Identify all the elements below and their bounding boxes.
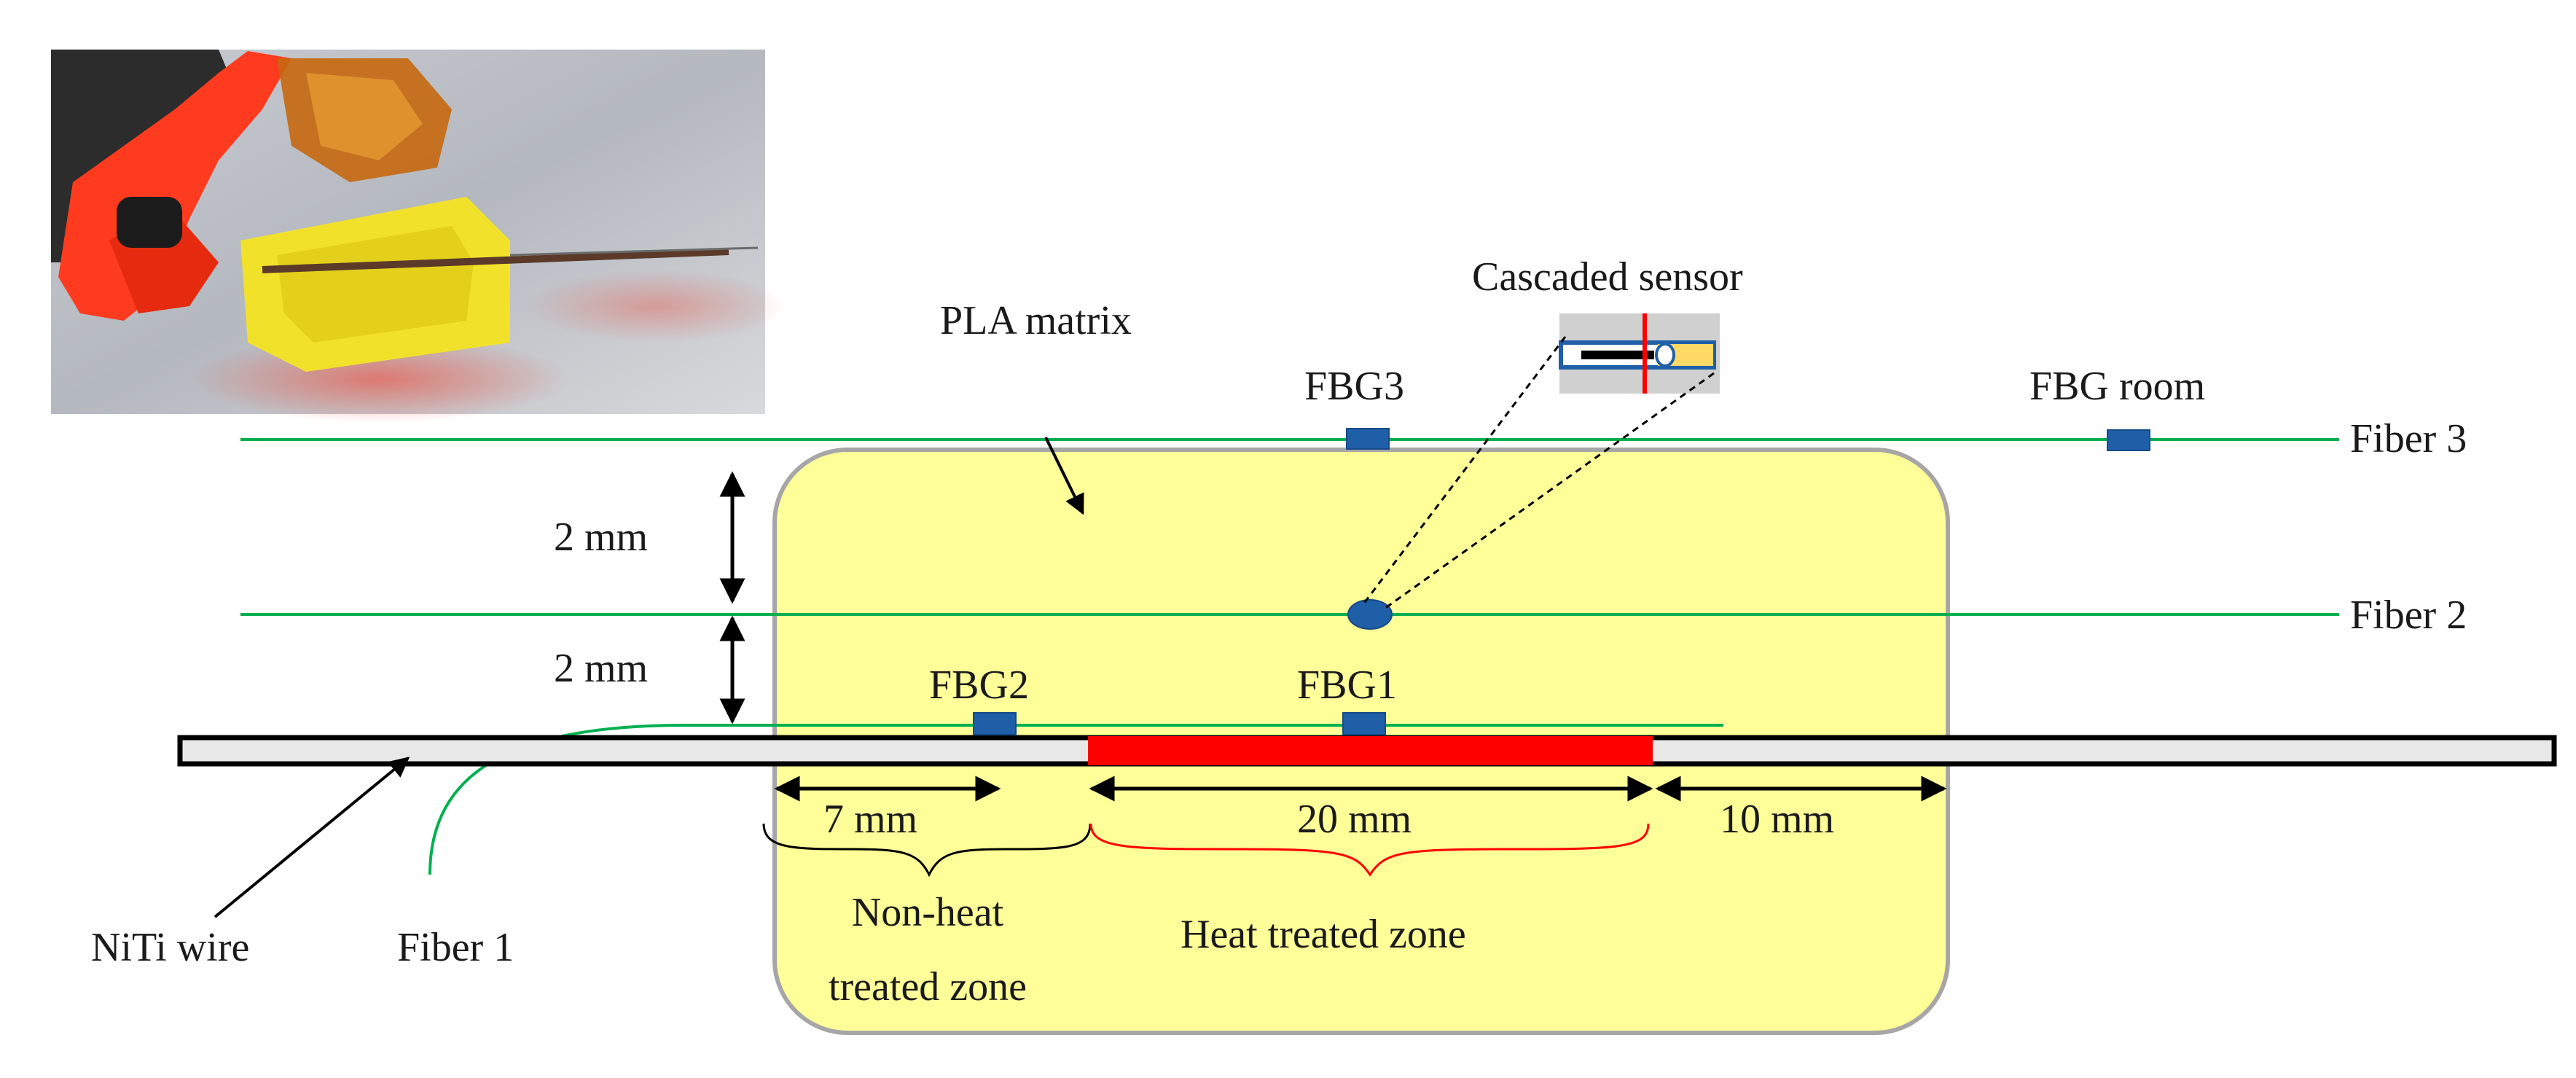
pla-matrix-arrow [1044,437,1084,515]
photo-icon [51,50,787,423]
niti-wire-arrow [214,757,410,918]
fbg-room-label: FBG room [2029,364,2205,409]
dim-7mm-label: 7 mm [823,797,917,842]
brace-heat [1089,823,1650,877]
heat-treated-zone-label: Heat treated zone [1181,912,1466,957]
zoom-line-left [1361,336,1567,606]
zoom-line-right [1384,372,1715,610]
pla-matrix-label: PLA matrix [940,298,1132,343]
spacing-top-label: 2 mm [554,515,648,560]
spacing-bottom-label: 2 mm [554,646,648,691]
non-heat-line1-label: Non-heat [852,890,1004,935]
fbg3-label: FBG3 [1304,364,1404,409]
fbg1-label: FBG1 [1297,663,1397,708]
dim-10mm-label: 10 mm [1720,797,1834,842]
fbg2-marker [973,712,1017,735]
fbg1-marker [1342,712,1386,735]
heat-treated-segment [1088,736,1653,765]
brace-non-heat [762,823,1092,878]
cascaded-sensor-label: Cascaded sensor [1472,254,1743,300]
non-heat-line2-label: treated zone [829,964,1027,1009]
cascaded-sensor-marker [1347,599,1393,630]
fbg2-label: FBG2 [929,663,1029,708]
fiber1-label: Fiber 1 [397,925,514,970]
fiber2-label: Fiber 2 [2350,593,2467,638]
niti-wire-label: NiTi wire [91,925,249,970]
fiber3-label: Fiber 3 [2350,416,2467,461]
dim-20mm-label: 20 mm [1297,797,1412,842]
fbg-room-marker [2107,429,2150,451]
fbg3-marker [1346,428,1390,450]
cascaded-sensor-inset [1559,313,1720,394]
